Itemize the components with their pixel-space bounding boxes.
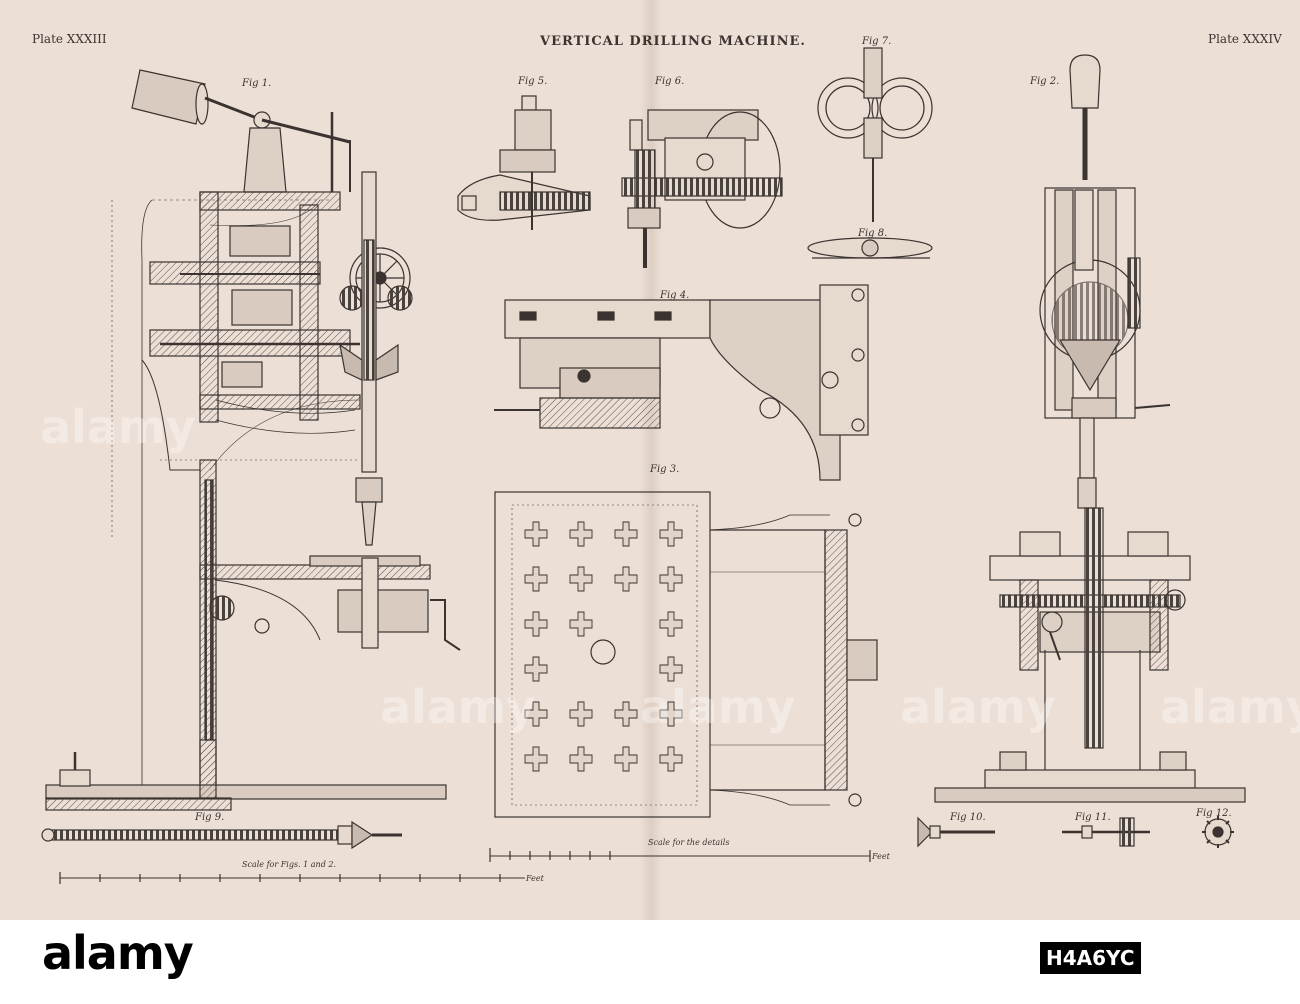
footer-bar: alamy H4A6YC — [0, 920, 1300, 1004]
image-id-badge: H4A6YC — [1040, 942, 1141, 974]
fig11-drawing — [1062, 817, 1150, 847]
scale-caption-figs-1-2: Scale for Figs. 1 and 2. — [242, 860, 336, 869]
fig12-drawing — [1202, 816, 1234, 848]
fig12-label: Fig 12. — [1196, 808, 1232, 819]
fig3-drawing — [494, 491, 878, 818]
brand-logo[interactable]: alamy — [0, 920, 360, 1004]
fig1-label: Fig 1. — [242, 78, 272, 89]
watermark: alamy — [40, 400, 196, 454]
watermark: alamy — [640, 680, 796, 734]
plate-number-left: Plate XXXIII — [32, 32, 107, 46]
fig5-drawing — [457, 95, 591, 230]
scale-caption-details: Scale for the details — [648, 838, 730, 847]
plate-number-right: Plate XXXIV — [1208, 32, 1282, 46]
fig8-label: Fig 8. — [858, 228, 888, 239]
fig9-drawing — [41, 820, 402, 850]
fig4-drawing — [494, 284, 869, 481]
fig5-label: Fig 5. — [518, 76, 548, 87]
fig10-label: Fig 10. — [950, 812, 986, 823]
brand-logo-text: alamy — [42, 926, 194, 980]
fig3-label: Fig 3. — [650, 464, 680, 475]
watermark: alamy — [1160, 680, 1300, 734]
fig2-drawing — [934, 54, 1246, 803]
fig6-drawing — [621, 109, 783, 268]
engraving-plate: Plate XXXIII VERTICAL DRILLING MACHINE. … — [0, 0, 1300, 920]
fig2-label: Fig 2. — [1030, 76, 1060, 87]
fig1-drawing — [45, 69, 461, 811]
fig8-drawing — [807, 237, 933, 259]
scale-unit-figs: Feet — [526, 874, 544, 883]
fig6-label: Fig 6. — [655, 76, 685, 87]
scale-bar-figs-1-2 — [59, 872, 525, 884]
scale-bar-details — [489, 848, 871, 862]
fig4-label: Fig 4. — [660, 290, 690, 301]
watermark: alamy — [380, 680, 536, 734]
fig10-drawing — [917, 816, 995, 848]
watermark: alamy — [900, 680, 1056, 734]
fig11-label: Fig 11. — [1075, 812, 1111, 823]
plate-title: VERTICAL DRILLING MACHINE. — [540, 34, 806, 49]
fig7-label: Fig 7. — [862, 36, 892, 47]
fig7-drawing — [817, 47, 933, 222]
drawing-canvas — [41, 47, 1246, 884]
scale-unit-details: Feet — [872, 852, 890, 861]
fig9-label: Fig 9. — [195, 812, 225, 823]
